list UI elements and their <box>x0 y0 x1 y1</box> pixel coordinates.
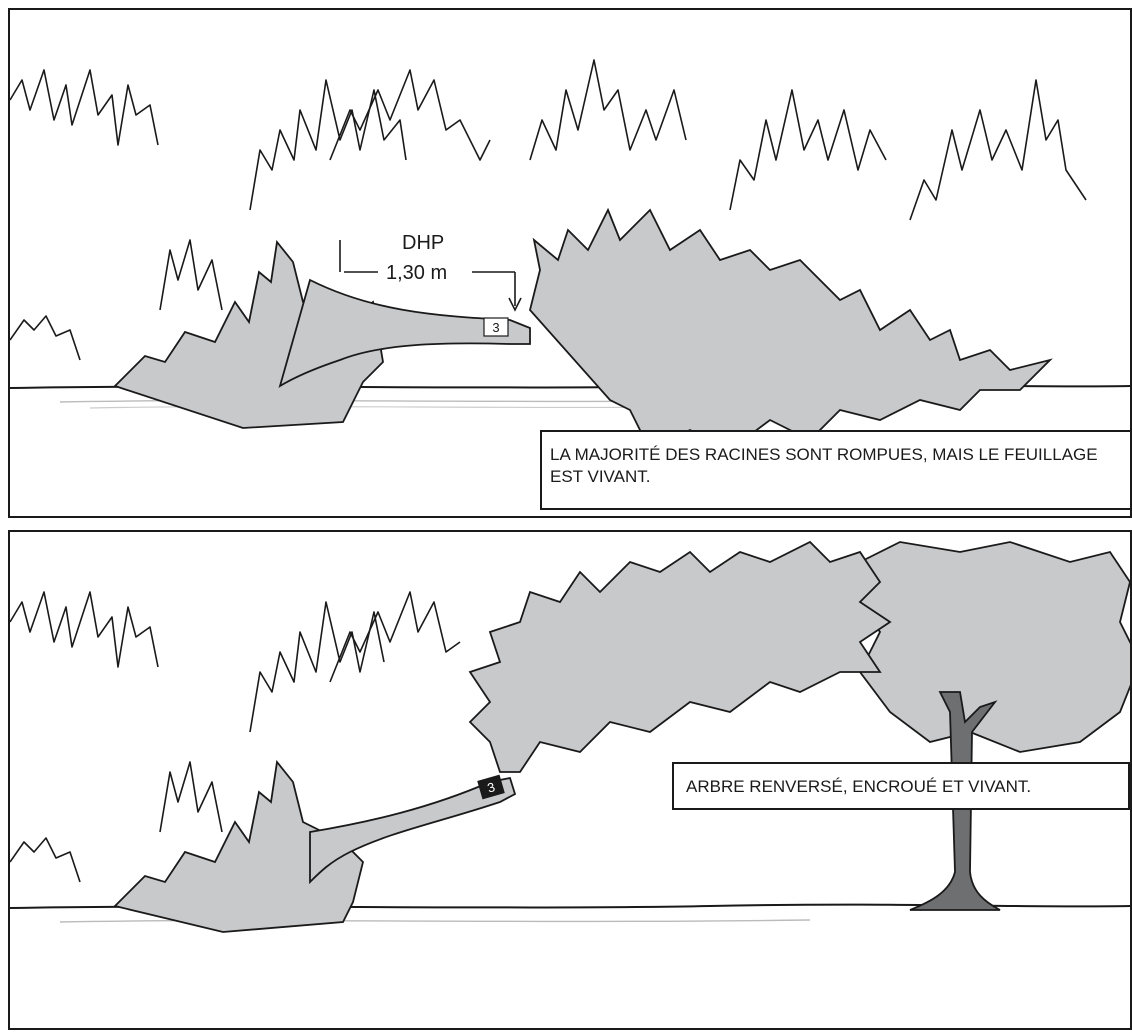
illustration-uprooted-tree: 3 <box>10 59 1130 452</box>
caption-box-top: LA MAJORITÉ DES RACINES SONT ROMPUES, MA… <box>540 430 1130 510</box>
background-forest-outline <box>10 591 159 668</box>
dhp-height-value: 1,30 m <box>382 262 452 285</box>
living-crown <box>529 207 1053 452</box>
caption-box-bottom: ARBRE RENVERSÉ, ENCROUÉ ET VIVANT. <box>672 762 1130 810</box>
background-forest-outline <box>249 601 385 733</box>
panel-uprooted-tree: 3 DHP 1,30 m LA MAJORITÉ DES RACINES SON… <box>8 8 1132 518</box>
background-forest-outline <box>10 315 81 361</box>
standing-tree-crown <box>858 541 1130 753</box>
background-forest-outline <box>10 69 159 146</box>
background-forest-outline <box>529 59 687 161</box>
tree-tag <box>483 317 509 337</box>
background-forest-outline <box>159 761 223 833</box>
fallen-trunk <box>278 278 531 388</box>
dhp-label: DHP <box>402 232 445 255</box>
background-forest-outline <box>249 79 407 211</box>
background-forest-outline <box>729 89 887 211</box>
illustration-leaning-tree: 3 <box>10 540 1130 933</box>
dhp-arrow <box>508 272 522 312</box>
background-forest-outline <box>909 79 1087 221</box>
tree-tag-number: 3 <box>486 779 497 795</box>
leaning-crown <box>468 540 892 773</box>
leaning-trunk <box>309 776 517 885</box>
tree-tag-number: 3 <box>492 320 499 335</box>
root-mass <box>113 239 384 429</box>
root-mass <box>113 759 364 933</box>
background-forest-outline <box>329 69 491 161</box>
panel-leaning-tree: 3 ARBRE RENVERSÉ, ENCROUÉ ET VIVANT. <box>8 530 1132 1030</box>
tree-tag <box>477 774 505 800</box>
background-forest-outline <box>329 591 461 683</box>
background-forest-outline <box>10 837 81 883</box>
background-forest-outline <box>159 239 223 311</box>
ground-shading <box>59 919 811 923</box>
